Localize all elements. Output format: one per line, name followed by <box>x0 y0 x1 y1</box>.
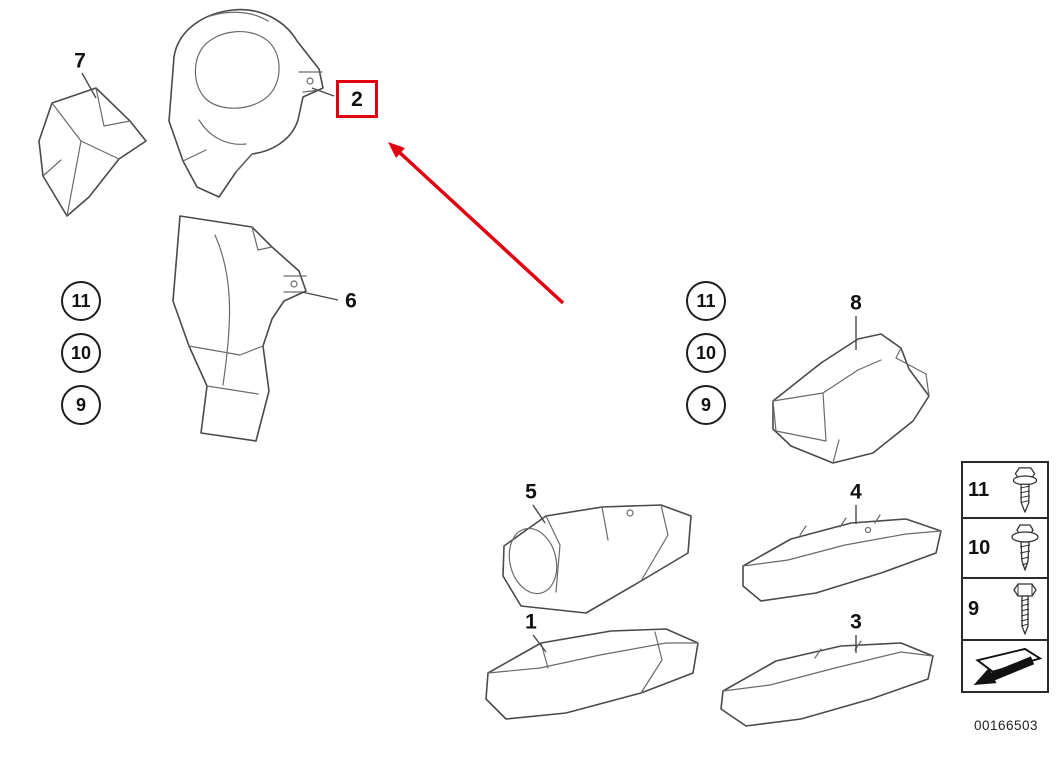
diagram-id-number: 00166503 <box>973 718 1039 733</box>
callout-mid-11[interactable]: 11 <box>686 281 726 321</box>
legend-row-11: 11 <box>963 463 1047 519</box>
black-arrow-icon <box>973 647 1042 685</box>
leader-lines <box>81 72 857 653</box>
hex-flange-screw-icon <box>1012 467 1038 513</box>
part-label-3[interactable]: 3 <box>850 610 862 634</box>
highlight-arrow <box>388 142 565 305</box>
legend-label-10[interactable]: 10 <box>968 536 991 559</box>
callout-left-10[interactable]: 10 <box>61 333 101 373</box>
part-label-6[interactable]: 6 <box>345 289 357 313</box>
part-6-drawing <box>172 215 307 442</box>
highlighted-part-box[interactable]: 2 <box>336 80 378 118</box>
callout-left-11[interactable]: 11 <box>61 281 101 321</box>
part-7-drawing <box>38 87 147 217</box>
legend-label-11[interactable]: 11 <box>968 478 990 501</box>
part-label-4[interactable]: 4 <box>850 480 862 504</box>
hex-bolt-icon <box>1013 583 1037 635</box>
callout-mid-10[interactable]: 10 <box>686 333 726 373</box>
part-label-1[interactable]: 1 <box>525 610 537 634</box>
part-label-2: 2 <box>351 87 363 111</box>
callout-mid-9[interactable]: 9 <box>686 385 726 425</box>
part-2-drawing <box>168 8 324 198</box>
part-label-5[interactable]: 5 <box>525 480 537 504</box>
legend-row-10: 10 <box>963 519 1047 579</box>
part-8-drawing <box>772 333 930 464</box>
part-3-drawing <box>720 640 934 727</box>
legend-label-9[interactable]: 9 <box>968 597 980 620</box>
legend-row-9: 9 <box>963 579 1047 641</box>
part-5-drawing <box>502 504 692 614</box>
part-label-8[interactable]: 8 <box>850 291 862 315</box>
part-1-drawing <box>485 628 699 720</box>
part-4-drawing <box>742 514 942 602</box>
part-label-7[interactable]: 7 <box>74 49 86 73</box>
callout-left-9[interactable]: 9 <box>61 385 101 425</box>
legend-row-direction <box>963 641 1047 691</box>
fastener-legend: 11 10 9 <box>961 461 1049 693</box>
washer-screw-icon <box>1011 524 1039 571</box>
